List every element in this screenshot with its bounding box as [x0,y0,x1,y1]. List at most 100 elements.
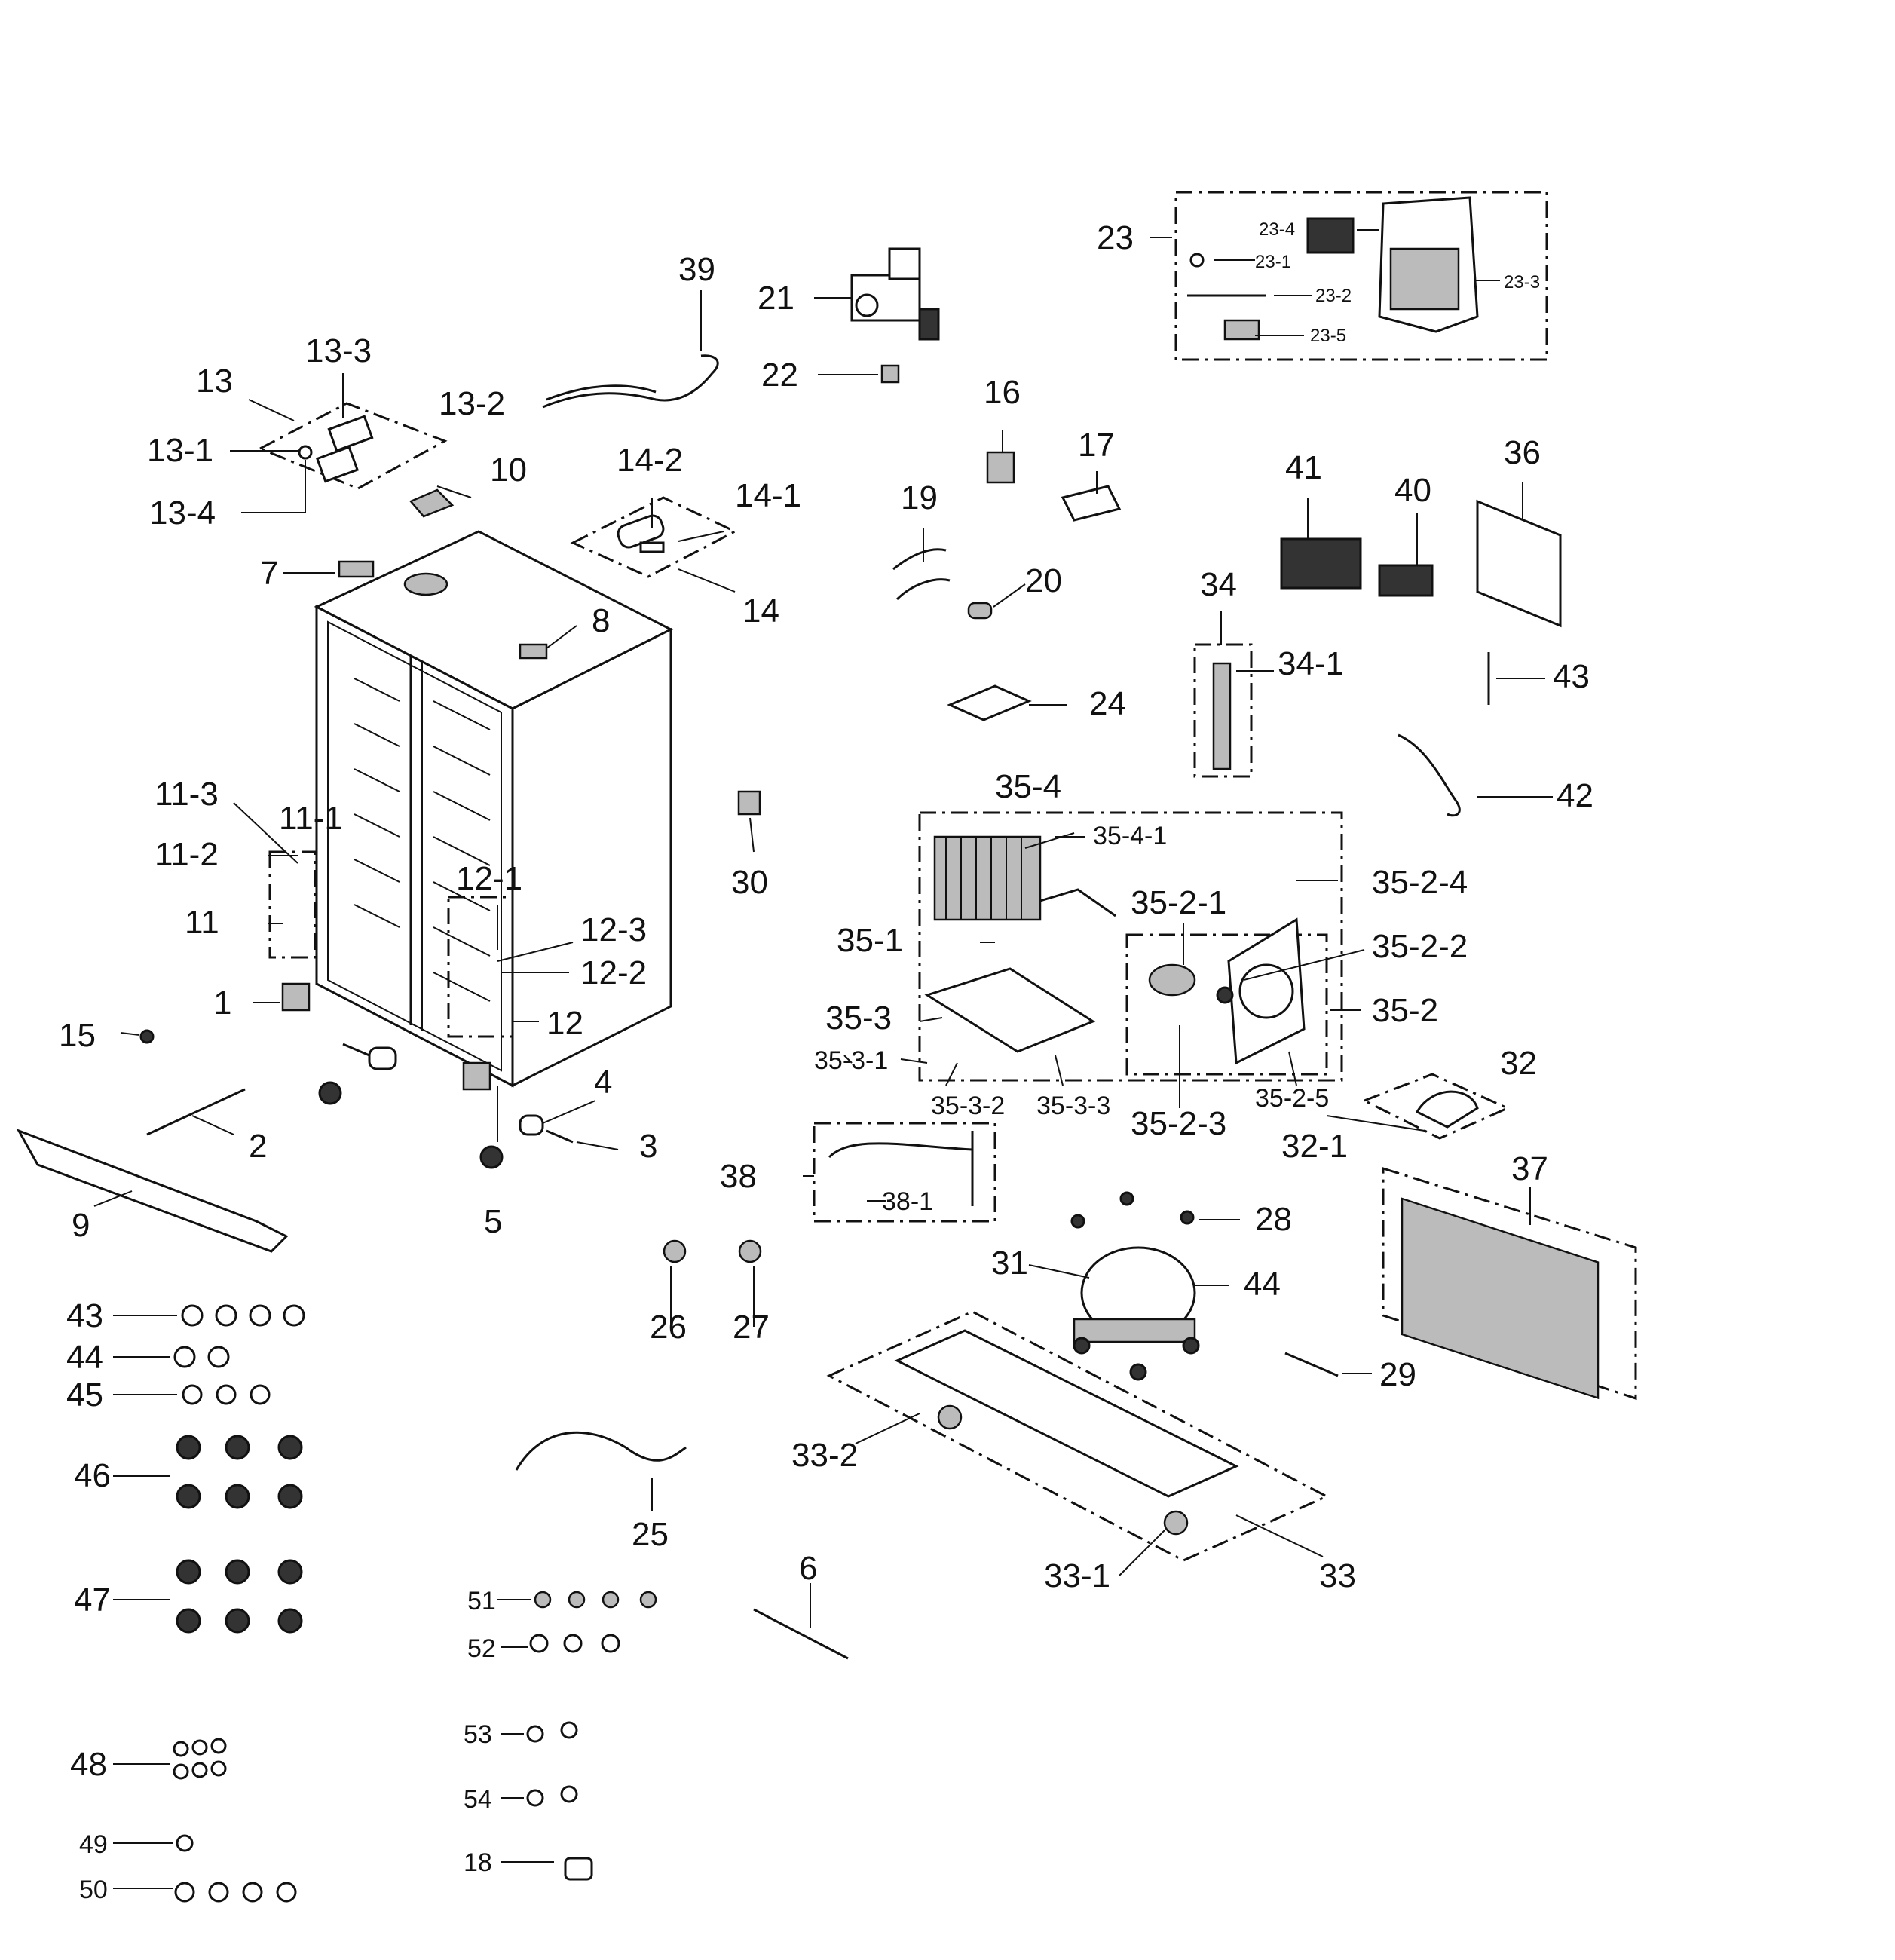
label-33-1: 33-1 [1044,1557,1110,1594]
label-17: 17 [1078,427,1115,464]
group-33-box [826,1310,1330,1562]
label-34-1: 34-1 [1278,645,1344,682]
label-35-2-5: 35-2-5 [1255,1084,1329,1113]
label-35-1: 35-1 [837,922,903,959]
fasteners-left [173,1304,305,1903]
label-35-2-1: 35-2-1 [1131,884,1226,921]
label-41: 41 [1285,449,1322,486]
label-4: 4 [594,1064,612,1101]
group-37-box [1382,1166,1637,1401]
label-23-4: 23-4 [1259,219,1295,240]
label-35-3-3: 35-3-3 [1036,1092,1110,1120]
label-33: 33 [1319,1557,1356,1594]
label-35-3-2: 35-3-2 [931,1092,1005,1120]
label-23-2: 23-2 [1315,286,1352,306]
leader-lines [93,229,1553,1889]
label-33-2: 33-2 [791,1437,858,1474]
label-13-2: 13-2 [439,385,505,422]
label-35-2: 35-2 [1372,992,1438,1029]
label-7: 7 [260,555,278,592]
refrigerator-cabinet [314,530,674,1088]
label-31: 31 [991,1245,1028,1282]
label-14-2: 14-2 [617,442,683,479]
label-25: 25 [632,1516,669,1553]
label-13-3: 13-3 [305,332,372,369]
label-38-1: 38-1 [882,1187,933,1216]
group-32-box [1361,1073,1511,1140]
label-9: 9 [72,1207,90,1244]
label-36: 36 [1504,434,1541,471]
label-35-3: 35-3 [825,1000,892,1037]
label-49: 49 [79,1830,108,1859]
fasteners-middle [526,1591,657,1881]
label-15: 15 [59,1017,96,1054]
label-8: 8 [592,602,610,639]
label-11-3: 11-3 [155,776,219,813]
group-35-box [918,811,1343,1082]
label-11-2: 11-2 [155,836,219,873]
label-16: 16 [984,374,1021,411]
label-43-left: 43 [66,1297,103,1334]
label-23-3: 23-3 [1504,272,1540,292]
label-12-3: 12-3 [580,911,647,948]
label-13-4: 13-4 [149,495,216,531]
label-2: 2 [249,1128,267,1165]
group-38-box [813,1122,996,1223]
label-35-4: 35-4 [995,768,1061,805]
label-21: 21 [758,280,794,317]
label-44-left: 44 [66,1339,103,1376]
label-24: 24 [1089,685,1126,722]
label-29: 29 [1379,1356,1416,1393]
label-19: 19 [901,479,938,516]
group-12-box [447,896,514,1038]
label-23-5: 23-5 [1310,326,1346,346]
label-44-right: 44 [1244,1266,1281,1303]
label-30: 30 [731,864,768,901]
label-28: 28 [1255,1201,1292,1238]
label-35-2-2: 35-2-2 [1372,928,1468,965]
label-35-3-1: 35-3-1 [814,1046,888,1075]
label-18: 18 [464,1848,492,1877]
label-13-1: 13-1 [147,432,213,469]
label-34: 34 [1200,566,1237,603]
group-13-box [257,402,448,490]
label-26: 26 [650,1309,687,1346]
label-23-1: 23-1 [1255,252,1291,272]
label-53: 53 [464,1720,492,1749]
label-6: 6 [799,1550,817,1587]
label-12-2: 12-2 [580,954,647,991]
label-46: 46 [74,1457,111,1494]
group-11-box [268,850,317,959]
label-32: 32 [1500,1045,1537,1082]
label-1: 1 [213,985,231,1021]
label-22: 22 [761,357,798,394]
label-5: 5 [484,1203,502,1240]
label-42: 42 [1557,777,1593,814]
label-11: 11 [185,904,219,941]
group-35-2-box [1125,933,1328,1076]
label-47: 47 [74,1582,111,1619]
part-labels: 13 13-3 13-2 13-1 13-4 39 21 22 23 23-4 … [59,219,1593,1904]
label-27: 27 [733,1309,770,1346]
label-3: 3 [639,1128,657,1165]
label-38: 38 [720,1158,757,1195]
label-35-4-1: 35-4-1 [1093,822,1167,850]
label-37: 37 [1511,1150,1548,1187]
group-14-box [570,496,738,578]
label-12-1: 12-1 [456,860,522,897]
label-50: 50 [79,1876,108,1904]
label-11-1: 11-1 [279,800,343,837]
group-23-box [1174,191,1548,361]
label-13: 13 [196,363,233,400]
label-39: 39 [678,251,715,288]
label-35-2-4: 35-2-4 [1372,864,1468,901]
label-20: 20 [1025,562,1062,599]
label-40: 40 [1394,472,1431,509]
label-45: 45 [66,1377,103,1413]
label-51: 51 [467,1587,496,1615]
label-32-1: 32-1 [1281,1128,1348,1165]
label-14: 14 [742,593,779,629]
label-48: 48 [70,1746,107,1783]
label-23: 23 [1097,219,1134,256]
